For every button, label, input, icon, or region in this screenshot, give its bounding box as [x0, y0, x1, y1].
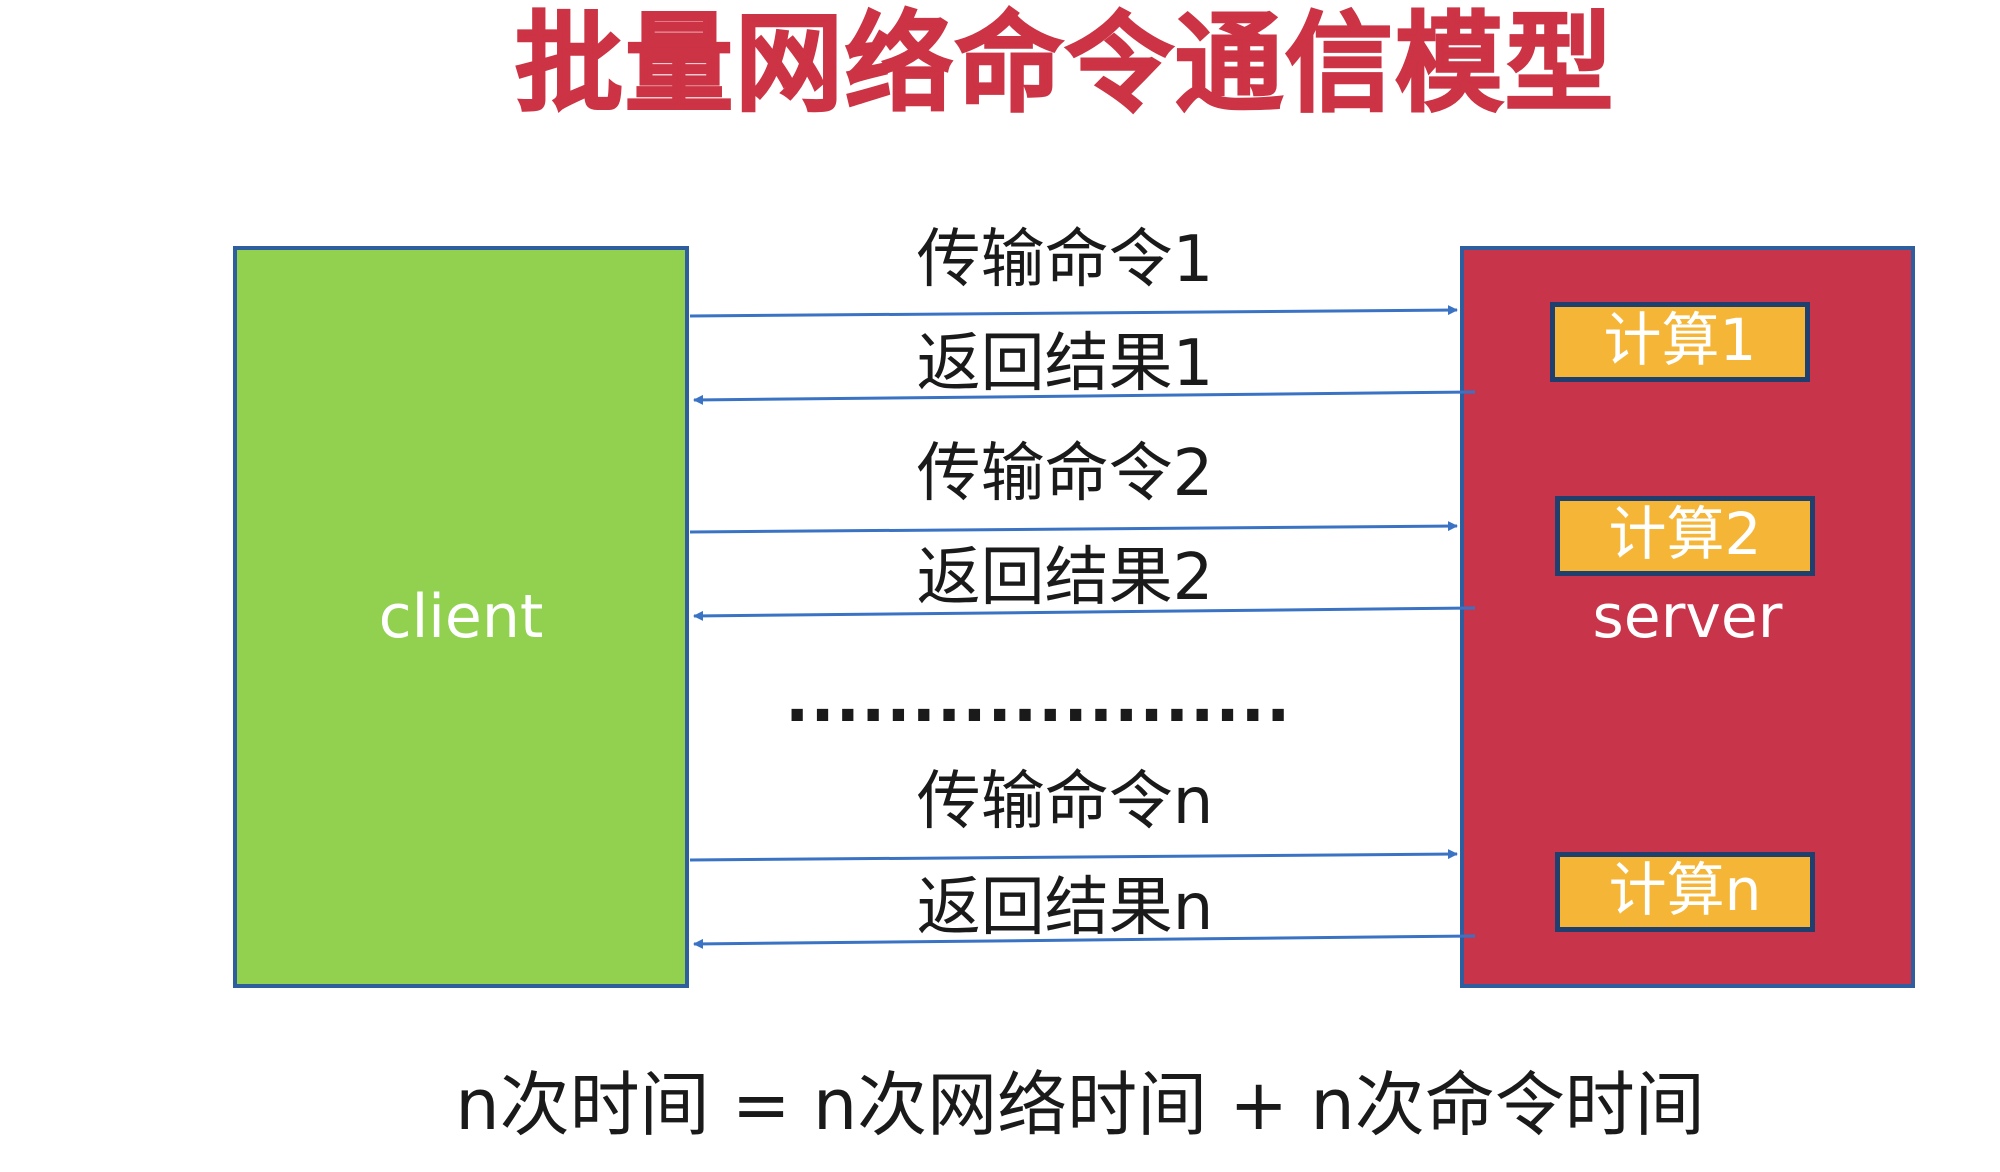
send-command-label-n: 传输命令n: [916, 765, 1214, 839]
compute-box-2: 计算2: [1555, 496, 1815, 576]
return-result-label-n: 返回结果n: [916, 871, 1214, 945]
server-label: server: [1592, 582, 1783, 652]
send-command-label-2: 传输命令2: [916, 437, 1214, 511]
send-arrow-1: [689, 305, 1458, 318]
ellipsis: ...............................: [785, 670, 1285, 730]
client-box: [233, 246, 689, 988]
client-label: client: [378, 582, 544, 652]
compute-box-1: 计算1: [1550, 302, 1810, 382]
send-command-label-1: 传输命令1: [916, 223, 1214, 297]
time-formula: n次时间 = n次网络时间 + n次命令时间: [455, 1064, 1705, 1146]
send-arrow-n: [689, 849, 1458, 862]
compute-box-n: 计算n: [1555, 852, 1815, 932]
return-result-label-2: 返回结果2: [916, 541, 1214, 615]
return-result-label-1: 返回结果1: [916, 327, 1214, 401]
send-arrow-2: [689, 521, 1458, 534]
diagram-title: 批量网络命令通信模型: [514, 1, 1615, 128]
